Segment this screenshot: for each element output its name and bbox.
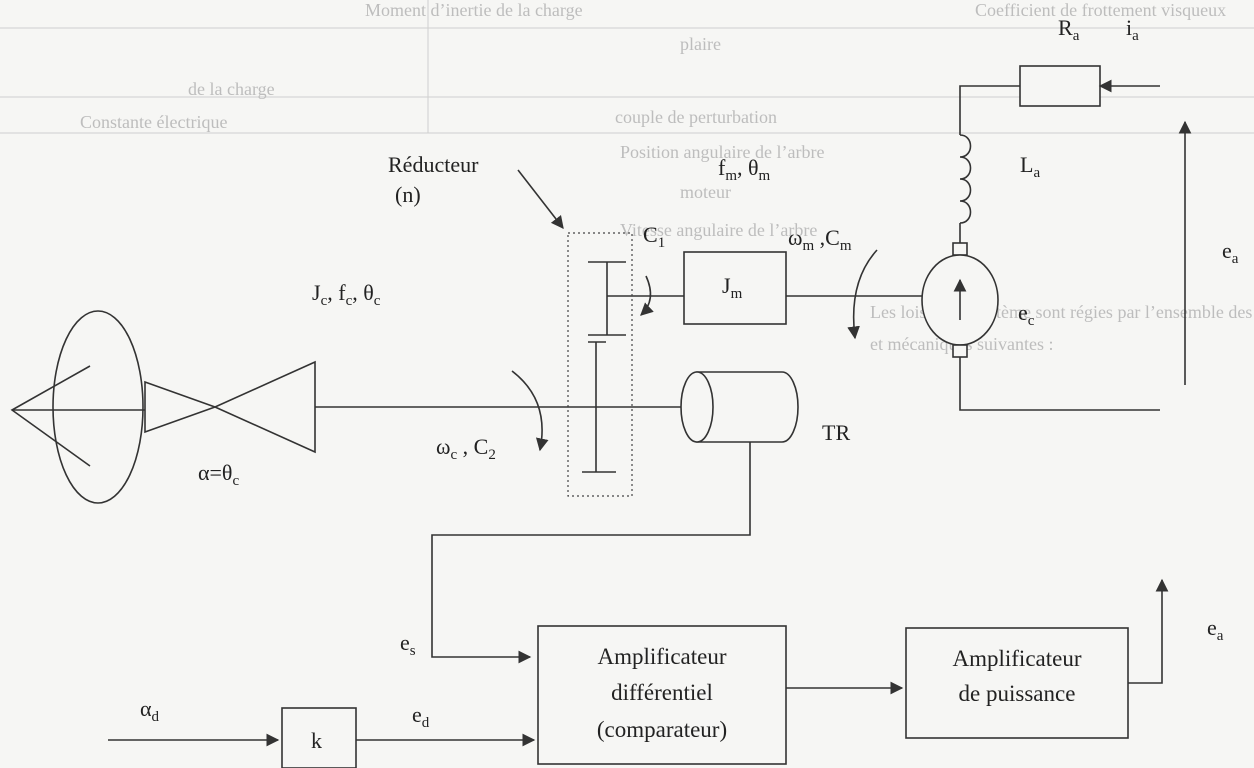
label-k: k [311,728,322,753]
reducer-pointer [517,169,564,230]
ea-out-arrow [1128,578,1169,684]
torque-cm-arrow [847,249,878,340]
label-ea-out: ea [1207,615,1224,644]
diff-amp-line-3: (comparateur) [597,717,727,742]
label-la: La [1020,152,1040,181]
wire-es [431,442,751,664]
wire-top [959,85,1020,135]
label-tr: TR [822,420,850,445]
diff-amp-line-1: Amplificateur [597,644,726,669]
label-reducteur: Réducteur [388,152,479,177]
label-c1: C1 [643,222,665,251]
antenna-horn-right [213,360,316,454]
label-alpha-theta: α=θc [198,460,239,489]
motor-brush-bottom [952,344,968,358]
torque-c1-arrow [640,275,654,316]
ghost-mid-4: moteur [680,182,731,202]
inertia-jm-box [683,251,787,325]
label-es: es [400,630,416,659]
power-amp-line-1: Amplificateur [952,646,1081,671]
background-table: Moment d’inertie de la charge Coefficien… [0,0,1254,354]
label-omega-c: ωc , C2 [436,434,496,463]
power-amp-block [905,627,1129,739]
ghost-row-1: Moment d’inertie de la charge [365,0,583,20]
ghost-mid-3: Position angulaire de l’arbre [620,142,824,162]
diff-amp-line-2: différentiel [611,680,713,705]
ghost-row-2: Coefficient de frottement visqueux [975,0,1226,20]
label-ia: ia [1126,15,1139,44]
label-alpha-d: αd [140,696,160,725]
ghost-row-3: de la charge [188,79,275,99]
ghost-mid-1: plaire [680,34,721,54]
control-chain [108,578,1169,768]
ghost-row-4: Constante électrique [80,112,227,132]
label-ed: ed [412,702,430,731]
label-jm: Jm [722,273,743,302]
inductor-la [959,134,972,224]
antenna-dish [52,310,144,504]
ghost-mid-5: Vitesse angulaire de l’arbre [620,220,817,240]
label-jc-fc-theta: Jc, fc, θc [312,280,381,309]
power-amp-line-2: de puissance [959,681,1076,706]
torque-c2-arrow [511,370,549,452]
resistor-ra [1019,65,1101,107]
label-omega-m: ωm ,Cm [788,225,852,254]
diff-amp-block [537,625,787,765]
wire-bottom [959,357,1160,411]
label-ec: ec [1018,300,1035,329]
antenna-horn-left [144,380,218,434]
gain-k-block [281,707,357,768]
antenna-rays [10,365,91,467]
tachometer-body [696,371,799,443]
armature-circuit [921,65,1192,411]
motor-brush-top [952,242,968,256]
reducer-box [567,232,633,497]
label-reducteur-n: (n) [395,182,421,207]
label-ra: Ra [1058,15,1080,44]
ghost-mid-2: couple de perturbation [615,107,777,127]
label-fm-theta: fm, θm [718,155,771,184]
tachometer-face [680,371,714,443]
label-ea-top: ea [1222,238,1239,267]
mechanical-chain [10,169,922,664]
